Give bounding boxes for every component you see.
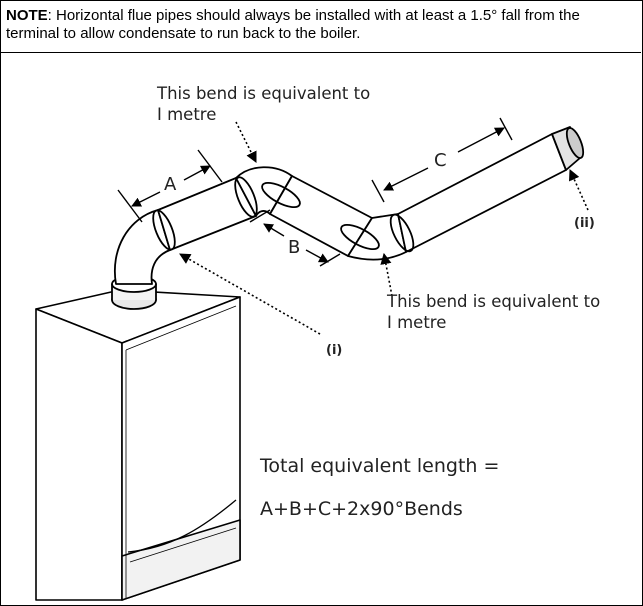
note-body: : Horizontal flue pipes should always be… xyxy=(6,7,580,42)
boiler-front xyxy=(35,308,123,601)
note-text: NOTE: Horizontal flue pipes should alway… xyxy=(6,7,636,43)
formula-line2: A+B+C+2x90°Bends xyxy=(260,498,463,520)
pipe-section-c xyxy=(397,133,567,253)
dimension-a-label: A xyxy=(164,174,177,195)
dimension-c-label: C xyxy=(434,150,447,171)
dimension-a xyxy=(117,149,223,223)
leader-bend-2 xyxy=(380,252,393,297)
callout-i-label: (i) xyxy=(326,343,342,358)
bend-1-label-line1: This bend is equivalent to xyxy=(156,84,370,103)
bend-1-label-line2: I metre xyxy=(157,105,216,124)
boiler-base xyxy=(121,519,241,601)
callout-ii-label: (ii) xyxy=(574,216,595,231)
formula-line1: Total equivalent length = xyxy=(259,455,499,477)
leader-ii xyxy=(569,168,589,211)
dimension-c xyxy=(371,117,513,203)
flue-pipe xyxy=(111,126,585,310)
leader-lines xyxy=(179,121,589,335)
leader-bend-1 xyxy=(235,121,257,164)
bend-2-label-line1: This bend is equivalent to xyxy=(386,292,600,311)
bend-2-label-line2: I metre xyxy=(387,313,446,332)
dimension-b-label: B xyxy=(288,237,300,258)
boiler xyxy=(35,289,241,601)
note-prefix: NOTE xyxy=(6,7,48,24)
dimension-b xyxy=(249,209,341,267)
note-divider xyxy=(0,52,641,53)
